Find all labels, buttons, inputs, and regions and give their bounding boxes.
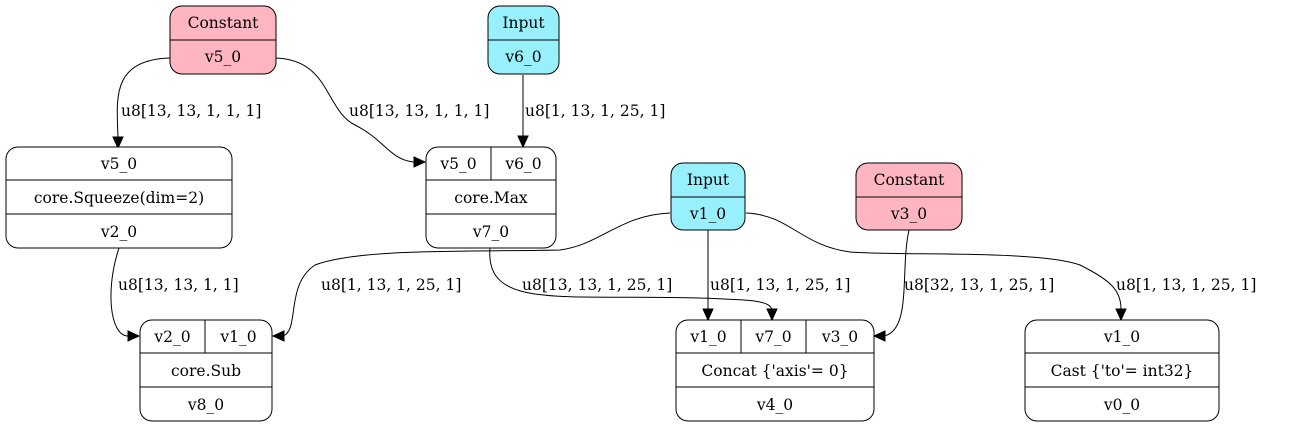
node-input-label: v1_0 [1103, 328, 1140, 346]
node-squeeze[interactable]: v5_0 core.Squeeze(dim=2) v2_0 [5, 146, 233, 249]
node-op-label: core.Squeeze(dim=2) [34, 189, 204, 207]
node-input-label: v5_0 [439, 155, 476, 173]
node-kind-label: Constant [874, 171, 946, 189]
node-constant-v5[interactable]: Constant v5_0 [169, 5, 277, 75]
node-op-label: Concat {'axis'= 0} [701, 362, 848, 380]
edge-label-v5-to-squeeze: u8[13, 13, 1, 1, 1] [121, 102, 261, 120]
node-kind-label: Input [687, 171, 730, 189]
edge-v1-to-concat[interactable]: u8[1, 13, 1, 25, 1] [702, 230, 850, 322]
node-input-v6[interactable]: Input v6_0 [487, 5, 560, 75]
edge-squeeze-to-sub[interactable]: u8[13, 13, 1, 1] [110, 247, 239, 342]
edge-v5-to-max[interactable]: u8[13, 13, 1, 1, 1] [275, 57, 489, 168]
node-output-label: v3_0 [890, 205, 927, 223]
edge-label-v3-to-concat: u8[32, 13, 1, 25, 1] [904, 276, 1054, 294]
node-input-label: v2_0 [153, 328, 190, 346]
edge-label-v1-to-cast: u8[1, 13, 1, 25, 1] [1116, 276, 1256, 294]
node-max[interactable]: v5_0 v6_0 core.Max v7_0 [425, 146, 557, 249]
node-output-label: v2_0 [100, 223, 137, 241]
node-input-label: v3_0 [821, 328, 858, 346]
node-output-label: v8_0 [187, 396, 224, 414]
edge-v3-to-concat[interactable]: u8[32, 13, 1, 25, 1] [872, 229, 1054, 342]
node-input-v1[interactable]: Input v1_0 [670, 162, 746, 231]
edge-label-v1-to-sub: u8[1, 13, 1, 25, 1] [321, 276, 461, 294]
edge-label-max-to-concat: u8[13, 13, 1, 25, 1] [522, 276, 672, 294]
edge-label-v1-to-concat: u8[1, 13, 1, 25, 1] [710, 276, 850, 294]
node-cast-box [1024, 319, 1220, 422]
node-output-label: v7_0 [472, 223, 509, 241]
node-input-label: v1_0 [219, 328, 256, 346]
node-concat-box [675, 319, 875, 422]
edge-v6-to-max[interactable]: u8[1, 13, 1, 25, 1] [517, 75, 665, 149]
edge-label-v6-to-max: u8[1, 13, 1, 25, 1] [525, 102, 665, 120]
node-output-label: v4_0 [756, 396, 793, 414]
node-concat[interactable]: v1_0 v7_0 v3_0 Concat {'axis'= 0} v4_0 [675, 319, 875, 422]
node-output-label: v5_0 [204, 48, 241, 66]
node-output-label: v1_0 [689, 205, 726, 223]
node-cast[interactable]: v1_0 Cast {'to'= int32} v0_0 [1024, 319, 1220, 422]
node-output-label: v6_0 [504, 48, 541, 66]
node-input-label: v5_0 [100, 155, 137, 173]
edge-label-v5-to-max: u8[13, 13, 1, 1, 1] [349, 102, 489, 120]
node-op-label: Cast {'to'= int32} [1051, 362, 1194, 380]
node-sub-box [139, 319, 273, 422]
node-kind-label: Constant [188, 14, 260, 32]
edge-label-squeeze-to-sub: u8[13, 13, 1, 1] [118, 276, 239, 294]
edges: u8[13, 13, 1, 1, 1] u8[13, 13, 1, 1, 1] … [110, 57, 1256, 342]
node-input-label: v6_0 [504, 155, 541, 173]
edge-v5-to-squeeze[interactable]: u8[13, 13, 1, 1, 1] [112, 57, 261, 150]
node-output-label: v0_0 [1103, 396, 1140, 414]
node-kind-label: Input [502, 14, 545, 32]
node-sub[interactable]: v2_0 v1_0 core.Sub v8_0 [139, 319, 273, 422]
node-op-label: core.Sub [171, 362, 241, 380]
node-input-label: v7_0 [754, 328, 791, 346]
node-input-label: v1_0 [689, 328, 726, 346]
edge-v1-to-cast[interactable]: u8[1, 13, 1, 25, 1] [745, 212, 1256, 322]
node-constant-v3[interactable]: Constant v3_0 [855, 162, 963, 231]
node-squeeze-box [5, 146, 233, 249]
node-op-label: core.Max [454, 189, 528, 207]
edge-v1-to-sub[interactable]: u8[1, 13, 1, 25, 1] [271, 212, 671, 342]
nodes: Constant v5_0 Input v6_0 Input v1_0 Cons… [5, 5, 1220, 422]
edge-max-to-concat[interactable]: u8[13, 13, 1, 25, 1] [489, 247, 778, 322]
